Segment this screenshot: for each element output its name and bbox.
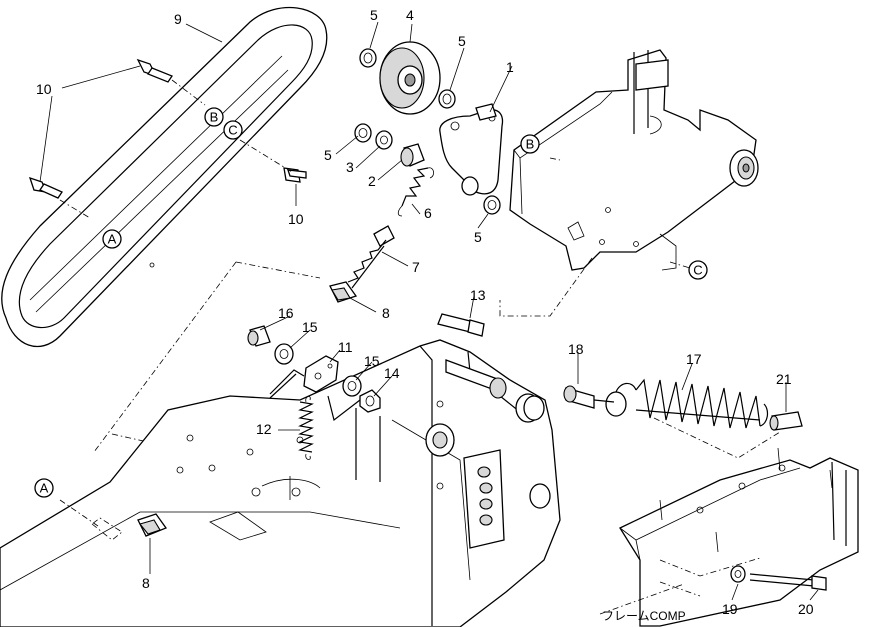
ref-circle-b-right: B bbox=[520, 134, 540, 154]
engine-mount-frame bbox=[509, 49, 759, 271]
svg-text:B: B bbox=[210, 110, 219, 125]
tension-rod-7 bbox=[347, 225, 395, 289]
callout-5-mid: 5 bbox=[324, 147, 332, 163]
chassis-frame bbox=[619, 447, 859, 627]
washer-19 bbox=[730, 565, 746, 583]
eyebolt-18 bbox=[563, 385, 615, 409]
bolt-right bbox=[283, 167, 307, 183]
callout-17: 17 bbox=[686, 351, 702, 367]
bracket-8-lower bbox=[137, 513, 168, 537]
svg-text:B: B bbox=[526, 137, 535, 152]
ref-circle-a-deck: A bbox=[34, 478, 54, 498]
callout-10-upper: 10 bbox=[36, 81, 52, 97]
callout-5-upper-right: 5 bbox=[458, 33, 466, 49]
svg-text:A: A bbox=[40, 481, 49, 496]
snap-ring-mid-left bbox=[354, 123, 372, 143]
svg-text:A: A bbox=[108, 232, 117, 247]
callout-14: 14 bbox=[384, 365, 400, 381]
bolt-lower-left bbox=[28, 176, 63, 199]
callout-18: 18 bbox=[568, 341, 584, 357]
deck-frame bbox=[0, 261, 561, 627]
sleeve-21 bbox=[769, 411, 803, 431]
snap-ring-top-left bbox=[359, 48, 377, 68]
callout-11: 11 bbox=[338, 339, 353, 355]
spring-12 bbox=[298, 396, 314, 460]
callout-19: 19 bbox=[722, 601, 738, 617]
callout-1: 1 bbox=[506, 59, 514, 75]
idler-pulley bbox=[379, 41, 441, 115]
hook-rod bbox=[269, 369, 305, 399]
collar-16 bbox=[247, 325, 271, 347]
callout-5-top: 5 bbox=[370, 7, 378, 23]
callout-10-lower: 10 bbox=[288, 211, 304, 227]
frame-comp-label: フレームCOMP bbox=[602, 609, 686, 623]
svg-text:C: C bbox=[228, 123, 237, 138]
snap-ring-arm bbox=[483, 195, 501, 215]
ref-circle-a-belt: A bbox=[102, 229, 122, 249]
callout-15-lower: 15 bbox=[364, 353, 380, 369]
spring-17 bbox=[605, 378, 769, 429]
callout-4: 4 bbox=[406, 7, 414, 23]
callout-3: 3 bbox=[346, 159, 354, 175]
part-callouts: 9 10 10 5 4 5 1 5 3 2 6 5 7 8 13 16 15 1… bbox=[36, 7, 814, 617]
callout-2: 2 bbox=[368, 173, 376, 189]
washer-15-upper bbox=[274, 343, 294, 365]
callout-13: 13 bbox=[470, 287, 486, 303]
callout-8-lower: 8 bbox=[142, 575, 150, 591]
spring-6 bbox=[397, 167, 434, 217]
drive-belt bbox=[1, 6, 328, 348]
bolt-upper-left bbox=[136, 58, 173, 83]
nut-14 bbox=[359, 389, 381, 413]
ref-circle-b-left: B bbox=[204, 107, 224, 127]
callout-16: 16 bbox=[278, 305, 294, 321]
collar-2 bbox=[400, 143, 425, 167]
callout-6: 6 bbox=[424, 205, 432, 221]
callout-20: 20 bbox=[798, 601, 814, 617]
callout-9: 9 bbox=[174, 11, 182, 27]
ref-circle-c-right: C bbox=[688, 260, 708, 280]
tension-arm bbox=[439, 103, 504, 196]
callout-7: 7 bbox=[412, 259, 420, 275]
ref-circle-c-left: C bbox=[223, 120, 243, 140]
svg-text:C: C bbox=[693, 263, 702, 278]
callout-5-arm: 5 bbox=[474, 229, 482, 245]
bolt-20 bbox=[749, 573, 827, 591]
bolt-13 bbox=[437, 313, 485, 337]
callout-21: 21 bbox=[776, 371, 792, 387]
callout-12: 12 bbox=[256, 421, 272, 437]
callout-15-upper: 15 bbox=[302, 319, 318, 335]
washer-15-lower bbox=[342, 375, 362, 397]
callout-8-upper: 8 bbox=[382, 305, 390, 321]
lever-bracket-11 bbox=[303, 355, 339, 393]
washer-3 bbox=[375, 130, 393, 150]
snap-ring-top-right bbox=[438, 89, 456, 109]
leader-lines bbox=[39, 21, 819, 615]
